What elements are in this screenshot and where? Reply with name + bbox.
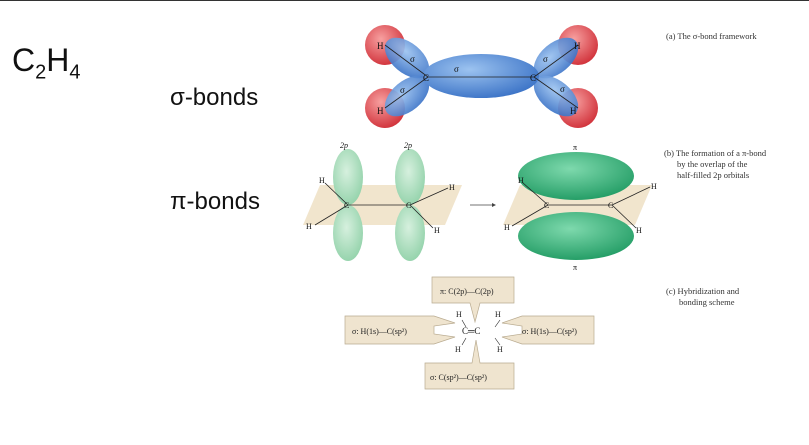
formula-c: C [12, 42, 36, 78]
molecule-formula: C2H4 [12, 42, 80, 84]
formula-c-sub: 2 [35, 61, 47, 84]
atom-h: H [377, 106, 384, 116]
caption-b-line2: by the overlap of the [677, 159, 748, 169]
caption-a: (a) The σ-bond framework [666, 31, 757, 41]
atom-h: H [570, 106, 577, 116]
scheme-pi-text: π: C(2p)—C(2p) [440, 287, 494, 296]
sp2-lobe [533, 75, 579, 117]
atom-c: C [544, 201, 549, 210]
right-sigma-box [501, 315, 595, 345]
atom-h: H [651, 182, 657, 191]
sigma-label: σ [400, 85, 405, 95]
sigma-framework-diagram: H H H H C C σ σ σ σ σ [365, 25, 598, 128]
top-border [0, 0, 809, 1]
atom-c: C [423, 73, 429, 83]
pi-bond-box [431, 276, 515, 324]
scheme-left-text: σ: H(1s)—C(sp²) [352, 327, 407, 336]
caption-b-line3: half-filled 2p orbitals [677, 170, 750, 180]
atom-h: H [497, 345, 503, 354]
scheme-center-ce-c: C═C [462, 326, 480, 336]
sp2-lobe [384, 37, 430, 79]
orbital-label-2p: 2p [404, 141, 412, 150]
atom-c: C [344, 201, 349, 210]
atom-h: H [518, 176, 524, 185]
sigma-label: σ [454, 64, 459, 74]
sigma-label: σ [410, 54, 415, 64]
sp2-lobe [533, 37, 579, 79]
caption-b: (b) The formation of a π-bond by the ove… [664, 148, 766, 181]
p-orbital-lobe [333, 205, 363, 261]
atom-h: H [377, 41, 384, 51]
c-c-sigma-box [424, 339, 515, 390]
scheme-bottom-text: σ: C(sp²)—C(sp²) [430, 373, 487, 382]
caption-c-line1: (c) Hybridization and [666, 286, 740, 296]
pi-lobe-upper [518, 152, 634, 200]
caption-c-line2: bonding scheme [679, 297, 735, 307]
sigma-bonds-label: σ-bonds [170, 84, 259, 111]
atom-c: C [608, 201, 613, 210]
atom-h: H [456, 310, 462, 319]
caption-c: (c) Hybridization and bonding scheme [666, 286, 739, 308]
atom-h: H [319, 176, 325, 185]
sigma-label: σ [560, 84, 565, 94]
sp2-lobe [384, 75, 430, 117]
p-orbitals-diagram: 2p 2p H H H H C C [303, 141, 462, 261]
orbital-label-2p: 2p [340, 141, 348, 150]
pi-bond-diagram: π π H H H H C C [503, 143, 657, 272]
p-orbital-lobe [395, 149, 425, 205]
pi-bonds-label: π-bonds [170, 188, 260, 215]
sigma-label: σ [543, 54, 548, 64]
atom-h: H [504, 223, 510, 232]
atom-h: H [636, 226, 642, 235]
arrow-icon [470, 203, 496, 207]
atom-c: C [530, 73, 536, 83]
scheme-right-text: σ: H(1s)—C(sp²) [522, 327, 577, 336]
atom-h: H [495, 310, 501, 319]
atom-h: H [306, 222, 312, 231]
p-orbital-lobe [395, 205, 425, 261]
pi-label: π [573, 143, 577, 152]
atom-h: H [434, 226, 440, 235]
atom-h: H [574, 41, 581, 51]
atom-c: C [406, 201, 411, 210]
bonding-scheme-diagram: π: C(2p)—C(2p) σ: H(1s)—C(sp²) σ: H(1s)—… [344, 276, 595, 390]
formula-h: H [46, 42, 70, 78]
pi-label: π [573, 263, 577, 272]
p-orbital-lobe [333, 149, 363, 205]
atom-h: H [455, 345, 461, 354]
pi-lobe-lower [518, 212, 634, 260]
atom-h: H [449, 183, 455, 192]
left-sigma-box [344, 315, 456, 345]
caption-b-line1: (b) The formation of a π-bond [664, 148, 767, 158]
c-c-sigma-lobe [423, 54, 539, 98]
formula-h-sub: 4 [69, 61, 81, 84]
